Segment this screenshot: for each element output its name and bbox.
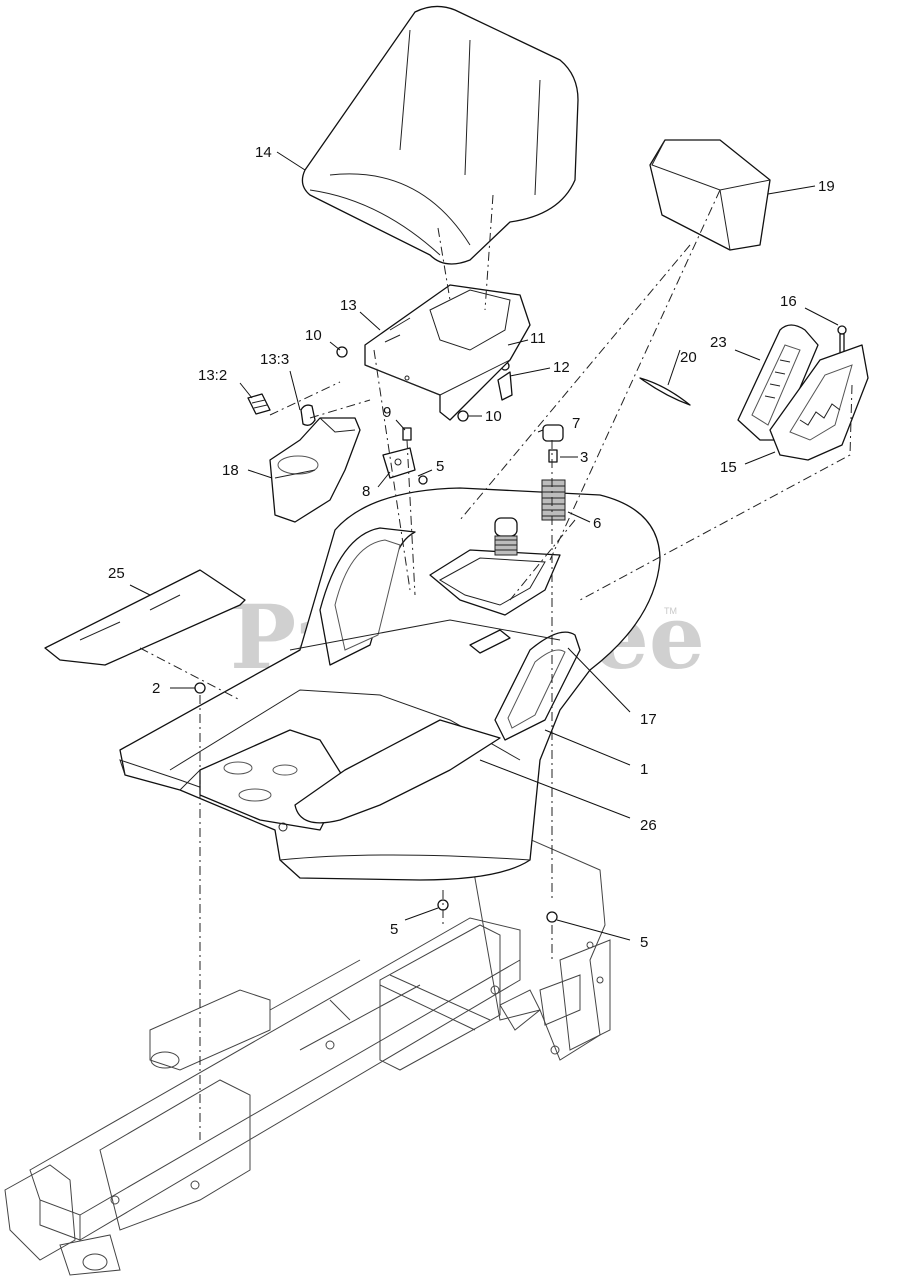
callout-5-right: 5: [640, 934, 648, 951]
callout-13-3: 13:3: [260, 351, 289, 368]
callout-7: 7: [572, 415, 580, 432]
chassis-frame: [4, 834, 611, 1276]
callout-labels: 14 19 16 13 10 11 12 20 23 13:3 13:2 10 …: [108, 144, 835, 951]
callout-23: 23: [710, 334, 727, 351]
callout-13-2: 13:2: [198, 367, 227, 384]
callout-15: 15: [720, 459, 737, 476]
callout-12: 12: [553, 359, 570, 376]
callout-6: 6: [593, 515, 601, 532]
assembly-lines: [139, 189, 853, 1140]
callout-10-lower: 10: [485, 408, 502, 425]
seat-pan: [364, 284, 531, 421]
callout-1: 1: [640, 761, 648, 778]
seat: [301, 5, 579, 265]
foot-mat: [294, 719, 501, 824]
floor-mat: [44, 569, 246, 666]
callout-17: 17: [640, 711, 657, 728]
callout-5-left: 5: [390, 921, 398, 938]
decals: [247, 393, 316, 426]
callout-5-hardware: 5: [436, 458, 444, 475]
callout-11: 11: [530, 330, 546, 347]
callout-18: 18: [222, 462, 239, 479]
callout-26: 26: [640, 817, 657, 834]
callout-20: 20: [680, 349, 697, 366]
storage-tray: [649, 139, 771, 251]
callout-8: 8: [362, 483, 370, 500]
shield: [639, 377, 691, 406]
callout-2: 2: [152, 680, 160, 697]
adjuster-bracket: [769, 344, 869, 461]
callout-13: 13: [340, 297, 357, 314]
callout-14: 14: [255, 144, 272, 161]
callout-19: 19: [818, 178, 835, 195]
hardware-parts: [194, 325, 847, 923]
watermark-trademark: TM: [664, 606, 677, 616]
leader-lines: [129, 151, 839, 941]
cup-holder: [269, 417, 361, 523]
callout-9: 9: [383, 404, 391, 421]
callout-3: 3: [580, 449, 588, 466]
callout-25: 25: [108, 565, 125, 582]
callout-10-upper: 10: [305, 327, 322, 344]
seat-spring-assembly: [494, 424, 566, 556]
callout-16: 16: [780, 293, 797, 310]
